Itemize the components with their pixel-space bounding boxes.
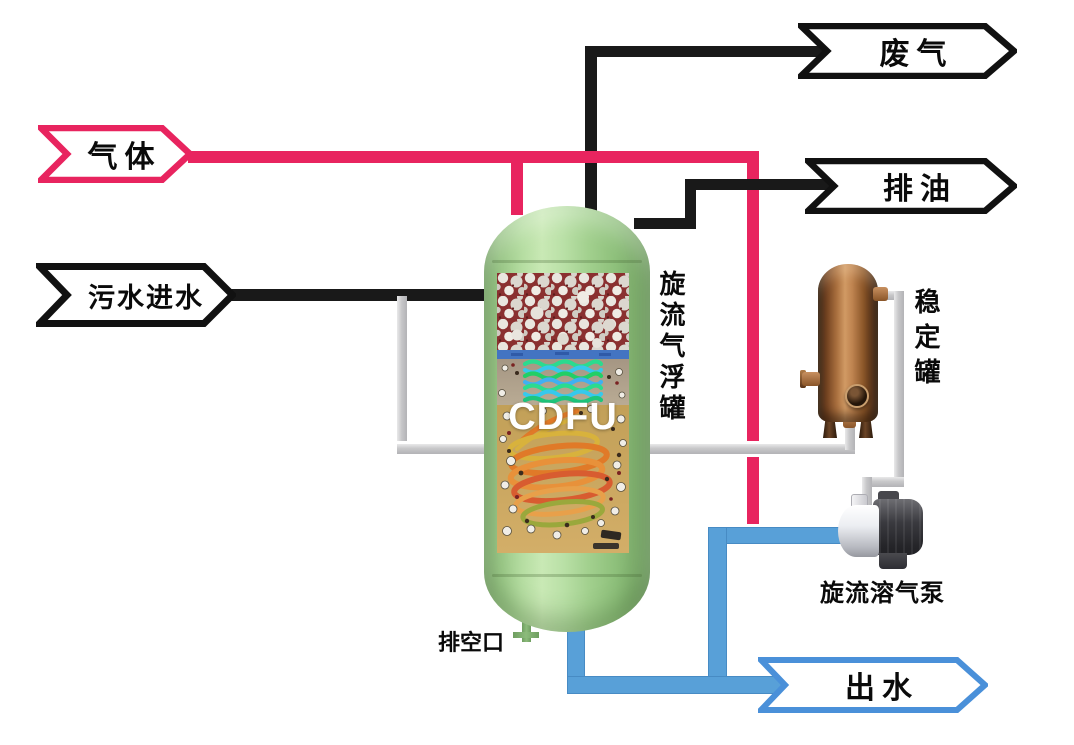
pipe-sewage-inlet [224, 289, 490, 301]
banner-waste-gas-label: 废气 [879, 38, 954, 71]
banner-water-outlet-shape [758, 657, 988, 713]
pipe-gas-vertical [747, 151, 759, 524]
pipe-outlet-horizontal [567, 676, 785, 694]
banner-sewage-inlet-shape [36, 263, 236, 327]
pipe-pump-jog-vertical [862, 477, 872, 507]
pipe-oil-riser [685, 182, 696, 229]
pipe-pump-discharge [708, 527, 845, 544]
drain-port-label: 排空口 [438, 630, 505, 655]
pipe-pump-down-vertical [708, 527, 727, 694]
banner-sewage-inlet: 污水进水 [36, 263, 236, 327]
pump-head [838, 505, 879, 557]
banner-sewage-inlet-label: 污水进水 [88, 282, 204, 313]
vessel-side-label: 旋流气浮罐 [656, 270, 686, 425]
drain-stub [522, 619, 531, 642]
pipe-gas-horizontal [188, 151, 759, 163]
banner-gas-label: 气体 [87, 141, 162, 174]
pump-base [879, 553, 907, 569]
banner-gas: 气体 [38, 125, 193, 183]
pipe-tank-bottom-elbow [845, 426, 855, 450]
banner-waste-gas: 废气 [798, 23, 1017, 79]
tank-porthole [845, 384, 869, 408]
banner-oil-discharge-shape [805, 158, 1017, 214]
pipe-waste-gas-horizontal [585, 46, 825, 57]
cdfu-vessel: CDFU [484, 206, 650, 632]
pipe-waste-gas-vertical [585, 46, 597, 216]
banner-waste-gas-shape [798, 23, 1017, 79]
banner-water-outlet: 出水 [758, 657, 988, 713]
pump-motor [873, 499, 923, 555]
pipe-recycle-tee-down [397, 296, 407, 448]
pump-label: 旋流溶气泵 [820, 580, 945, 607]
drain-bar [513, 632, 539, 638]
vessel-weld-seam [492, 260, 642, 263]
pipe-oil-from-vessel [634, 218, 696, 229]
banner-oil-discharge: 排油 [805, 158, 1017, 214]
pipe-oil-to-banner [685, 179, 830, 190]
pipe-pump-jog-horizontal [862, 477, 904, 487]
tank-left-nozzle [802, 372, 820, 386]
vessel-cdfu-label: CDFU [508, 396, 618, 438]
pipe-tank-to-pump-vertical [894, 291, 904, 487]
pipe-gas-branch-to-vessel [511, 155, 523, 215]
banner-gas-shape [38, 125, 193, 183]
tank-right-nozzle [873, 287, 888, 301]
vessel-weld-seam [492, 574, 642, 577]
banner-water-outlet-label: 出水 [845, 672, 919, 705]
stabilizer-tank-label: 稳定罐 [911, 288, 941, 393]
vessel-interior-graphic [497, 273, 629, 553]
banner-oil-discharge-label: 排油 [883, 173, 957, 206]
